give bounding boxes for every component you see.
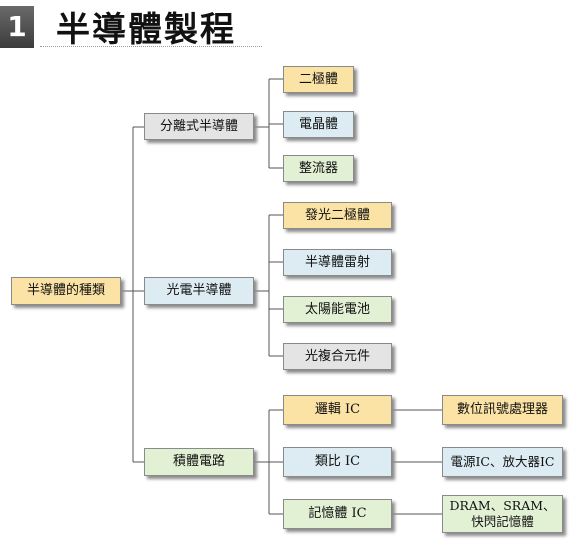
title-underline bbox=[40, 46, 262, 47]
root-node: 半導體的種類 bbox=[11, 277, 121, 305]
leaf-rectifier: 整流器 bbox=[283, 155, 354, 182]
leaf-solar-cell: 太陽能電池 bbox=[283, 296, 392, 323]
category-optoelectronic: 光電半導體 bbox=[144, 277, 254, 305]
leaf-diode: 二極體 bbox=[283, 66, 354, 93]
leaf-photo-composite: 光複合元件 bbox=[283, 343, 392, 370]
example-dsp: 數位訊號處理器 bbox=[442, 395, 563, 425]
leaf-logic-ic: 邏輯 IC bbox=[283, 395, 392, 425]
example-memory-types: DRAM、SRAM、 快閃記憶體 bbox=[442, 495, 563, 533]
leaf-transistor: 電晶體 bbox=[283, 111, 354, 138]
page-title: 半導體製程 bbox=[56, 10, 236, 50]
category-integrated-circuit: 積體電路 bbox=[144, 448, 254, 476]
category-discrete: 分離式半導體 bbox=[144, 113, 254, 140]
leaf-memory-ic: 記憶體 IC bbox=[283, 499, 392, 529]
leaf-led: 發光二極體 bbox=[283, 202, 392, 229]
leaf-analog-ic: 類比 IC bbox=[283, 447, 392, 477]
example-power-amp-ic: 電源IC、放大器IC bbox=[442, 447, 563, 477]
section-number: 1 bbox=[0, 6, 34, 48]
leaf-laser: 半導體雷射 bbox=[283, 249, 392, 276]
